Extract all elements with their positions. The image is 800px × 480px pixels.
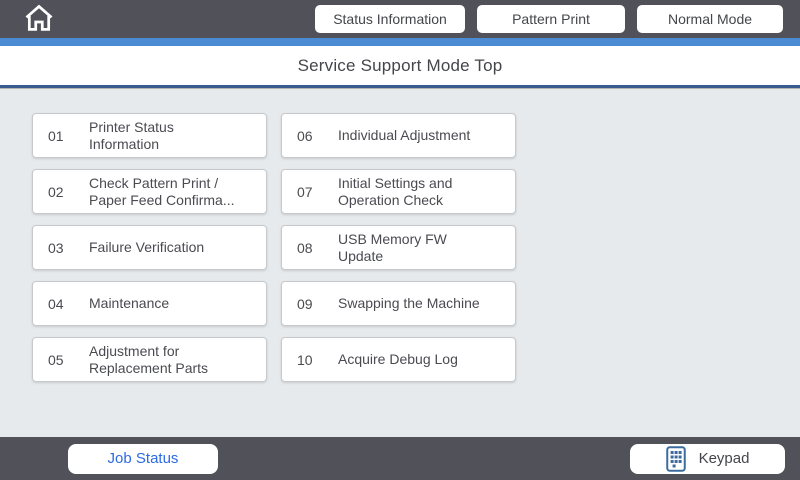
menu-item-label: USB Memory FW Update (338, 230, 447, 264)
menu-item-number: 09 (297, 295, 313, 312)
menu-item-06-individual-adjustment[interactable]: 06 Individual Adjustment (281, 113, 516, 158)
menu-item-04-maintenance[interactable]: 04 Maintenance (32, 281, 267, 326)
menu-item-label: Adjustment for Replacement Parts (89, 342, 209, 376)
page-title: Service Support Mode Top (297, 55, 503, 75)
menu-item-05-adjustment-replacement-parts[interactable]: 05 Adjustment for Replacement Parts (32, 337, 267, 382)
home-button[interactable] (22, 2, 62, 36)
menu-item-number: 07 (297, 183, 313, 200)
status-information-button[interactable]: Status Information (315, 5, 465, 33)
pattern-print-button[interactable]: Pattern Print (477, 5, 625, 33)
accent-strip (0, 38, 800, 46)
bottom-bar: Job Status Keypad (0, 437, 800, 480)
menu-item-08-usb-memory-fw-update[interactable]: 08 USB Memory FW Update (281, 225, 516, 270)
menu-item-03-failure-verification[interactable]: 03 Failure Verification (32, 225, 267, 270)
top-bar-buttons: Status Information Pattern Print Normal … (315, 5, 783, 33)
menu-item-label: Acquire Debug Log (338, 351, 458, 367)
menu-item-number: 05 (48, 351, 64, 368)
menu-item-10-acquire-debug-log[interactable]: 10 Acquire Debug Log (281, 337, 516, 382)
menu-item-09-swapping-the-machine[interactable]: 09 Swapping the Machine (281, 281, 516, 326)
keypad-button-label: Keypad (698, 450, 750, 467)
menu-item-number: 04 (48, 295, 64, 312)
menu-item-07-initial-settings-operation-check[interactable]: 07 Initial Settings and Operation Check (281, 169, 516, 214)
menu-item-label: Failure Verification (89, 239, 205, 255)
menu-item-label: Maintenance (89, 295, 170, 311)
menu-grid: 01 Printer Status Information 02 Check P… (32, 113, 800, 382)
menu-item-01-printer-status-information[interactable]: 01 Printer Status Information (32, 113, 267, 158)
job-status-button[interactable]: Job Status (68, 443, 218, 474)
title-bar: Service Support Mode Top (0, 46, 800, 88)
menu-item-label: Swapping the Machine (338, 295, 480, 311)
menu-item-label: Individual Adjustment (338, 127, 471, 143)
menu-item-number: 02 (48, 183, 64, 200)
menu-item-number: 10 (297, 351, 313, 368)
keypad-button[interactable]: Keypad (630, 443, 785, 474)
menu-item-label: Printer Status Information (89, 118, 174, 152)
menu-item-number: 08 (297, 239, 313, 256)
menu-item-label: Check Pattern Print / Paper Feed Confirm… (89, 174, 235, 208)
content-area: 01 Printer Status Information 02 Check P… (0, 88, 800, 437)
home-icon (22, 4, 56, 34)
normal-mode-button[interactable]: Normal Mode (637, 5, 783, 33)
keypad-icon (665, 445, 686, 472)
top-bar: Status Information Pattern Print Normal … (0, 0, 800, 38)
menu-item-number: 01 (48, 127, 64, 144)
menu-item-label: Initial Settings and Operation Check (338, 174, 453, 208)
menu-item-number: 06 (297, 127, 313, 144)
menu-item-02-check-pattern-print[interactable]: 02 Check Pattern Print / Paper Feed Conf… (32, 169, 267, 214)
menu-item-number: 03 (48, 239, 64, 256)
